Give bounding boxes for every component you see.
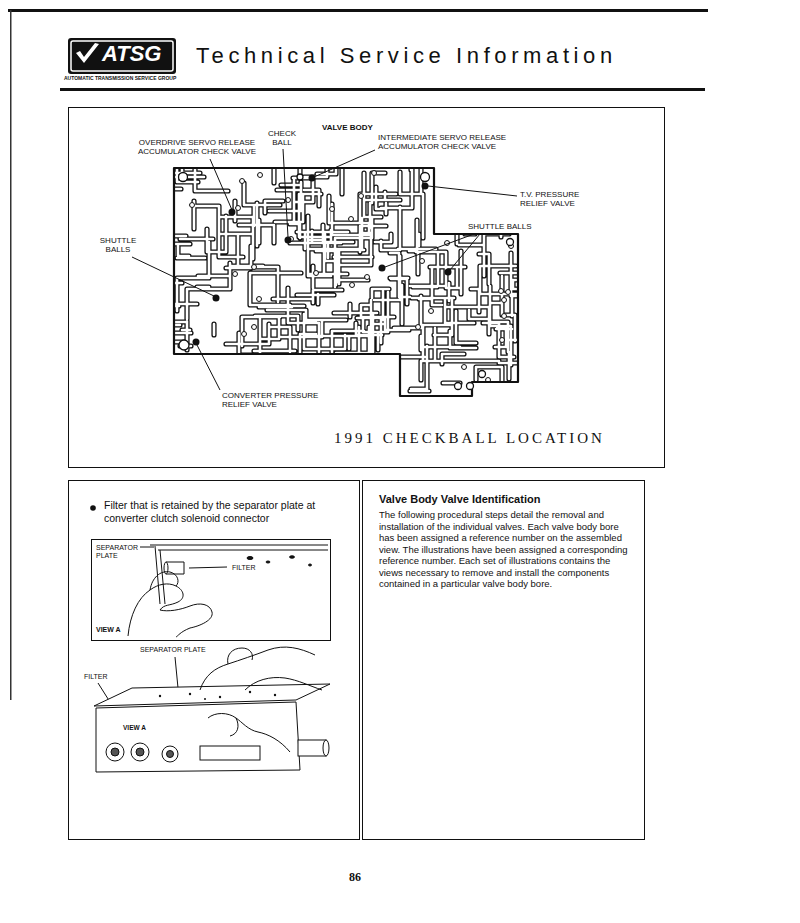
page-number: 86 [349,871,361,885]
logo-text: ATSG [102,41,161,66]
logo-box [68,38,176,74]
part-label: FILTER [232,564,256,572]
header-rule [60,88,705,91]
logo-mark [76,43,99,63]
valve-body-channels [129,130,567,408]
part-label: FILTER [84,673,108,681]
checkball-dots [193,175,452,346]
part-label: T.V. PRESSURE RELIEF VALVE [520,190,600,208]
bolt-holes [179,173,514,390]
text-panel: Filter that is retained by the separator… [68,480,360,840]
part-label: SEPARATOR PLATE [96,544,148,560]
part-label: CONVERTER PRESSURE RELIEF VALVE [222,391,332,409]
page-title: Technical Service Information [196,43,617,68]
part-label: SHUTTLE BALLS [94,236,142,254]
logo-inner [71,41,173,71]
part-label: SHUTTLE BALLS [468,222,563,231]
view-label: VIEW A [122,724,147,731]
inset-drawing [128,545,328,637]
valve-body [129,130,567,408]
figure-panel: 1991 CHECKBALL LOCATION [68,107,665,468]
figure-heading: VALVE BODY [322,123,373,132]
figure-caption: 1991 CHECKBALL LOCATION [334,430,605,447]
channel-walls [129,130,567,408]
part-label: CHECK BALL [264,129,300,147]
part-label: OVERDRIVE SERVO RELEASE ACCUMULATOR CHEC… [126,138,268,156]
section-heading: Valve Body Valve Identification [379,493,540,506]
body-text: The following procedural steps detail th… [379,509,634,590]
part-label: SEPARATOR PLATE [140,646,252,654]
bullet-dot [90,505,96,511]
port-holes [190,171,514,383]
lower-drawing [94,647,330,772]
text-panel: Valve Body Valve IdentificationThe follo… [362,480,645,840]
valve-body-outline [174,168,518,396]
channel-bores [129,130,567,408]
scan-edge [10,10,12,700]
logo-subtext: AUTOMATIC TRANSMISSION SERVICE GROUP [64,76,184,82]
part-label: INTERMEDIATE SERVO RELEASE ACCUMULATOR C… [378,133,530,151]
bullet-text: Filter that is retained by the separator… [104,499,354,524]
leader-lines [98,149,517,702]
view-label: VIEW A [96,626,121,634]
inset-view-box: SEPARATOR PLATE FILTER VIEW A [91,539,331,641]
top-rule [8,9,708,12]
